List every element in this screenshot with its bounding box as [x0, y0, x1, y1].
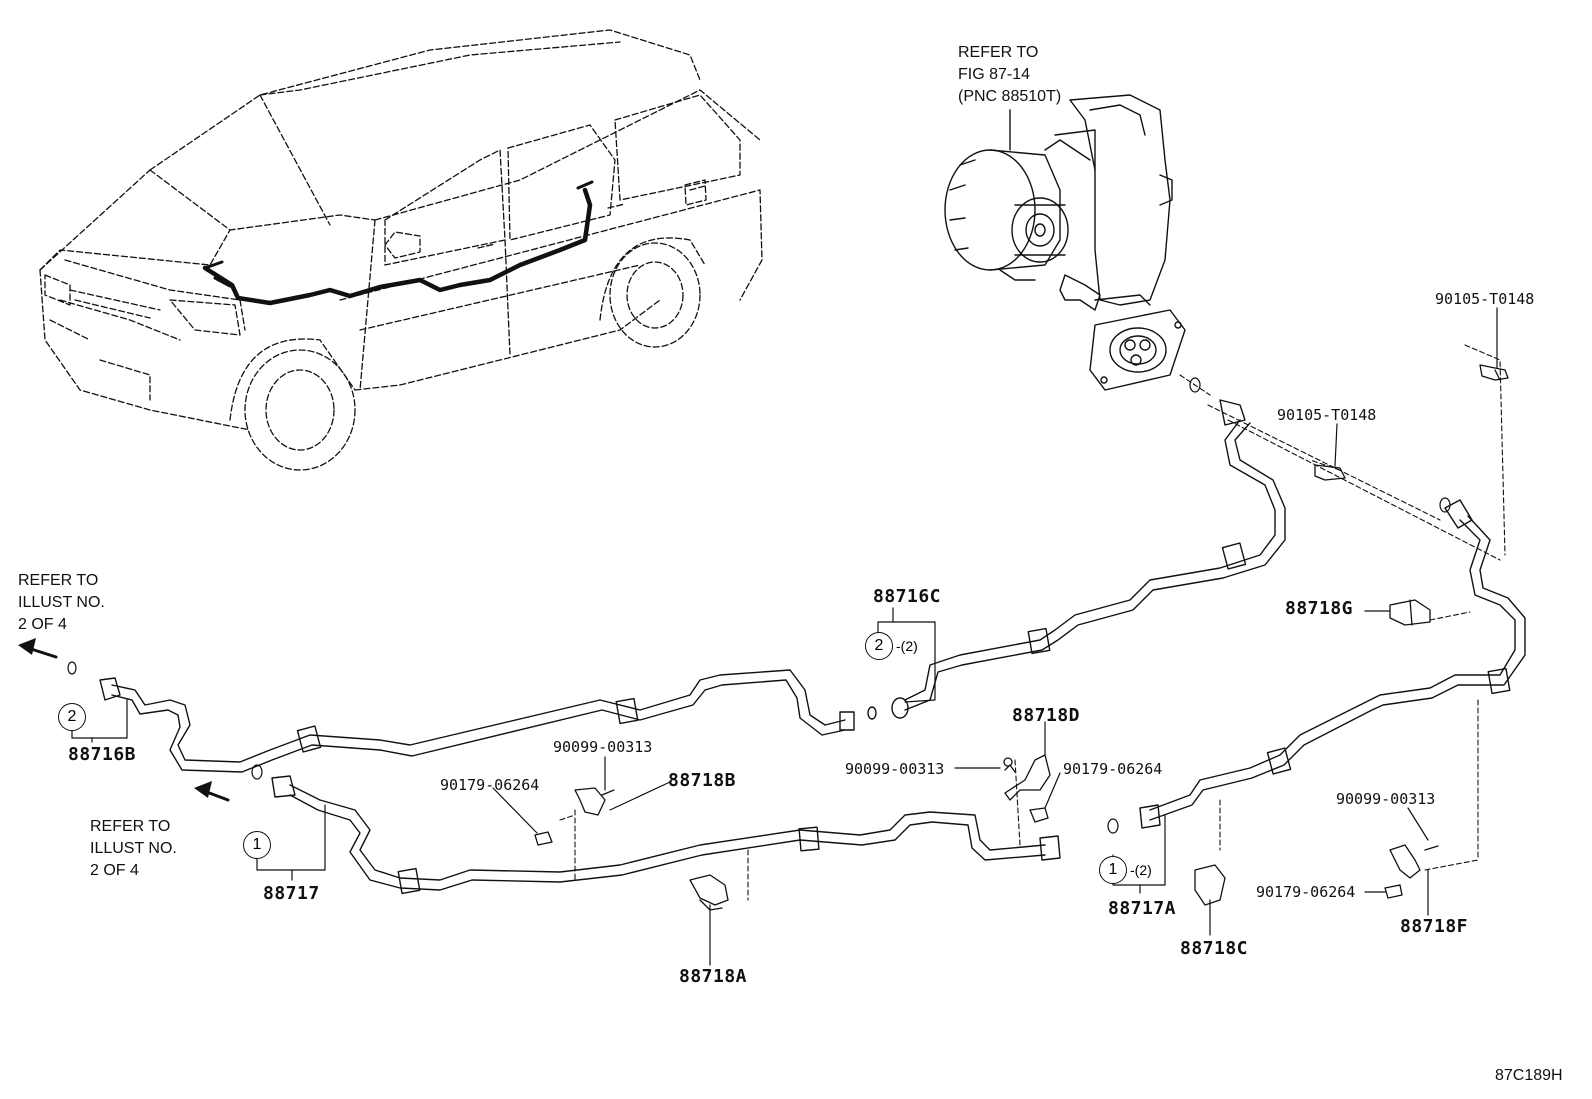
part-90179-06264-c[interactable]: 90179-06264	[1256, 883, 1356, 901]
part-90105-T0148-b[interactable]: 90105-T0148	[1277, 406, 1377, 424]
clamp-88718G	[1389, 599, 1431, 626]
clamp-88718D	[1003, 754, 1051, 801]
vehicle-outline	[39, 29, 763, 471]
callout-2-88716B: 2	[58, 703, 86, 731]
part-88717[interactable]: 88717	[263, 883, 320, 904]
blower-unit	[944, 94, 1186, 391]
refer-fig-label: REFER TO FIG 87-14 (PNC 88510T)	[958, 44, 1062, 105]
figure-code: 87C189H	[1495, 1067, 1563, 1084]
pipe-88717	[271, 775, 1061, 895]
refer-illust-label-1: REFER TO ILLUST NO. 2 OF 4	[18, 572, 105, 633]
pipe-88716C	[867, 399, 1286, 720]
clamp-88718B	[534, 787, 615, 846]
part-90179-06264-b[interactable]: 90179-06264	[1063, 760, 1163, 778]
part-88718A[interactable]: 88718A	[679, 966, 748, 987]
part-88717A[interactable]: 88717A	[1108, 898, 1177, 919]
clamp-88718F	[1384, 844, 1439, 899]
part-88718G[interactable]: 88718G	[1285, 598, 1354, 619]
part-88718B[interactable]: 88718B	[668, 770, 737, 791]
bolt-90105-b	[1314, 464, 1346, 481]
part-88716C[interactable]: 88716C	[873, 586, 942, 607]
part-88716B[interactable]: 88716B	[68, 744, 137, 765]
part-90099-00313-c[interactable]: 90099-00313	[1336, 790, 1436, 808]
pipe-88717A	[1139, 499, 1526, 829]
pipe-88716B	[99, 669, 855, 773]
callout-1-88717A: 1	[1099, 856, 1127, 884]
part-90105-T0148-a[interactable]: 90105-T0148	[1435, 290, 1535, 308]
refer-illust-label-2: REFER TO ILLUST NO. 2 OF 4	[90, 818, 177, 879]
clamp-88718C	[1194, 864, 1226, 906]
bolt-90105-a	[1479, 364, 1509, 381]
callout-qty-88716C: -(2)	[896, 638, 918, 654]
part-90099-00313-b[interactable]: 90099-00313	[845, 760, 945, 778]
callout-2-88716C: 2	[865, 632, 893, 660]
part-88718F[interactable]: 88718F	[1400, 916, 1469, 937]
part-88718D[interactable]: 88718D	[1012, 705, 1081, 726]
vehicle-harness-line	[202, 187, 593, 306]
callout-qty-88717A: -(2)	[1130, 862, 1152, 878]
part-88718C[interactable]: 88718C	[1180, 938, 1249, 959]
part-90099-00313-a[interactable]: 90099-00313	[553, 738, 653, 756]
callout-1-88717: 1	[243, 831, 271, 859]
part-90179-06264-a[interactable]: 90179-06264	[440, 776, 540, 794]
clamp-88718A	[689, 874, 729, 911]
